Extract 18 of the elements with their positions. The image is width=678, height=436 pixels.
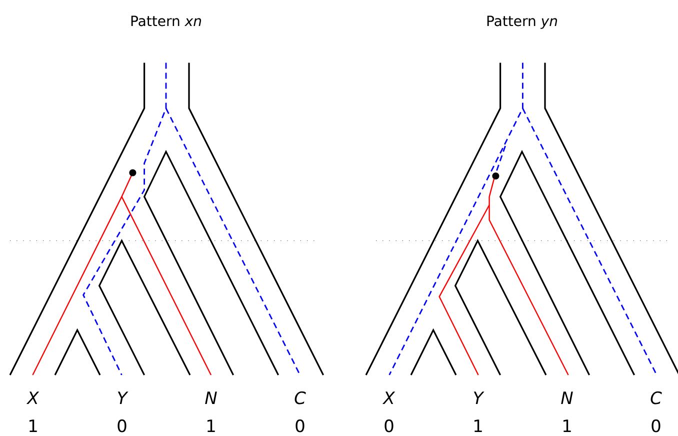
species-label: C [294,391,306,404]
species-label: N [205,392,217,404]
allele-count: 1 [29,420,37,432]
allele-count: 1 [474,420,482,432]
panel-title: Pattern yn [487,16,558,29]
species-label: N [561,392,573,404]
species-label: X [26,392,40,404]
species-label: X [382,392,396,404]
allele-count: 0 [118,419,126,432]
species-label: Y [474,392,484,404]
species-label: Y [118,392,128,404]
allele-count: 1 [563,420,571,432]
species-label: C [650,391,662,404]
allele-count: 0 [652,419,660,432]
allele-count: 1 [207,420,215,432]
panel-title: Pattern xn [131,16,202,26]
allele-count: 0 [296,419,304,432]
allele-count: 0 [384,419,394,432]
